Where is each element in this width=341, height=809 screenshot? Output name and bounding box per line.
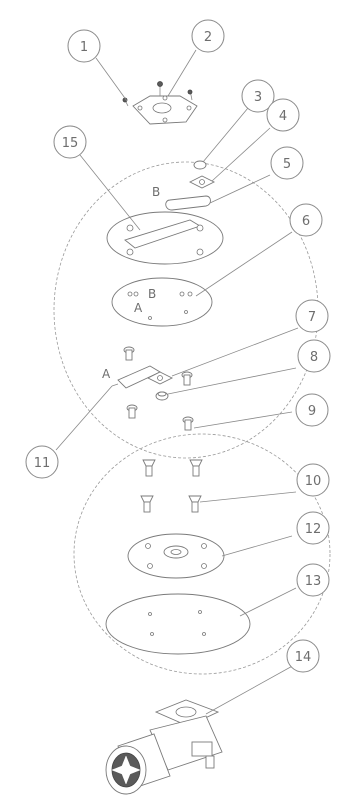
reference-letter-b-gasket: B [148, 287, 156, 301]
cover-plate [106, 211, 224, 265]
reference-letter-a-strap: A [102, 367, 111, 381]
svg-text:3: 3 [254, 90, 262, 105]
pump-body [105, 699, 223, 795]
lower-bolts [140, 459, 203, 513]
balloon-2: 2 [191, 19, 225, 53]
top-flange-assembly [122, 81, 198, 125]
nut-and-washer [188, 160, 216, 189]
upper-bolts [123, 346, 194, 431]
svg-text:11: 11 [34, 456, 51, 471]
balloon-12: 12 [296, 511, 330, 545]
svg-text:4: 4 [279, 109, 287, 124]
svg-text:7: 7 [308, 310, 316, 325]
large-disc [105, 593, 251, 655]
balloon-13: 13 [296, 563, 330, 597]
balloon-10: 10 [296, 463, 330, 497]
balloon-7: 7 [295, 299, 329, 333]
balloon-6: 6 [289, 203, 323, 237]
svg-text:14: 14 [295, 650, 312, 665]
svg-text:10: 10 [305, 474, 322, 489]
svg-text:13: 13 [305, 574, 322, 589]
balloon-15: 15 [53, 125, 87, 159]
lower-group-outline [73, 433, 331, 675]
svg-text:2: 2 [204, 30, 212, 45]
gasket-plate: B A [111, 277, 213, 327]
svg-text:8: 8 [310, 350, 318, 365]
strap-a: A [102, 365, 174, 389]
svg-text:12: 12 [305, 522, 322, 537]
balloon-11: 11 [25, 445, 59, 479]
balloon-3: 3 [241, 79, 275, 113]
reference-letter-a-gasket: A [134, 301, 143, 315]
balloon-14: 14 [286, 639, 320, 673]
balloon-5: 5 [270, 146, 304, 180]
svg-text:5: 5 [283, 157, 291, 172]
balloon-1: 1 [67, 29, 101, 63]
leader-lines [55, 49, 299, 715]
svg-text:9: 9 [308, 404, 316, 419]
svg-text:6: 6 [302, 214, 310, 229]
svg-text:1: 1 [80, 40, 88, 55]
svg-text:15: 15 [62, 136, 79, 151]
balloon-8: 8 [297, 339, 331, 373]
round-plate [127, 533, 225, 579]
balloon-9: 9 [295, 393, 329, 427]
strap-b: B [152, 185, 211, 211]
reference-letter-b-top: B [152, 185, 160, 199]
balloon-4: 4 [266, 98, 300, 132]
